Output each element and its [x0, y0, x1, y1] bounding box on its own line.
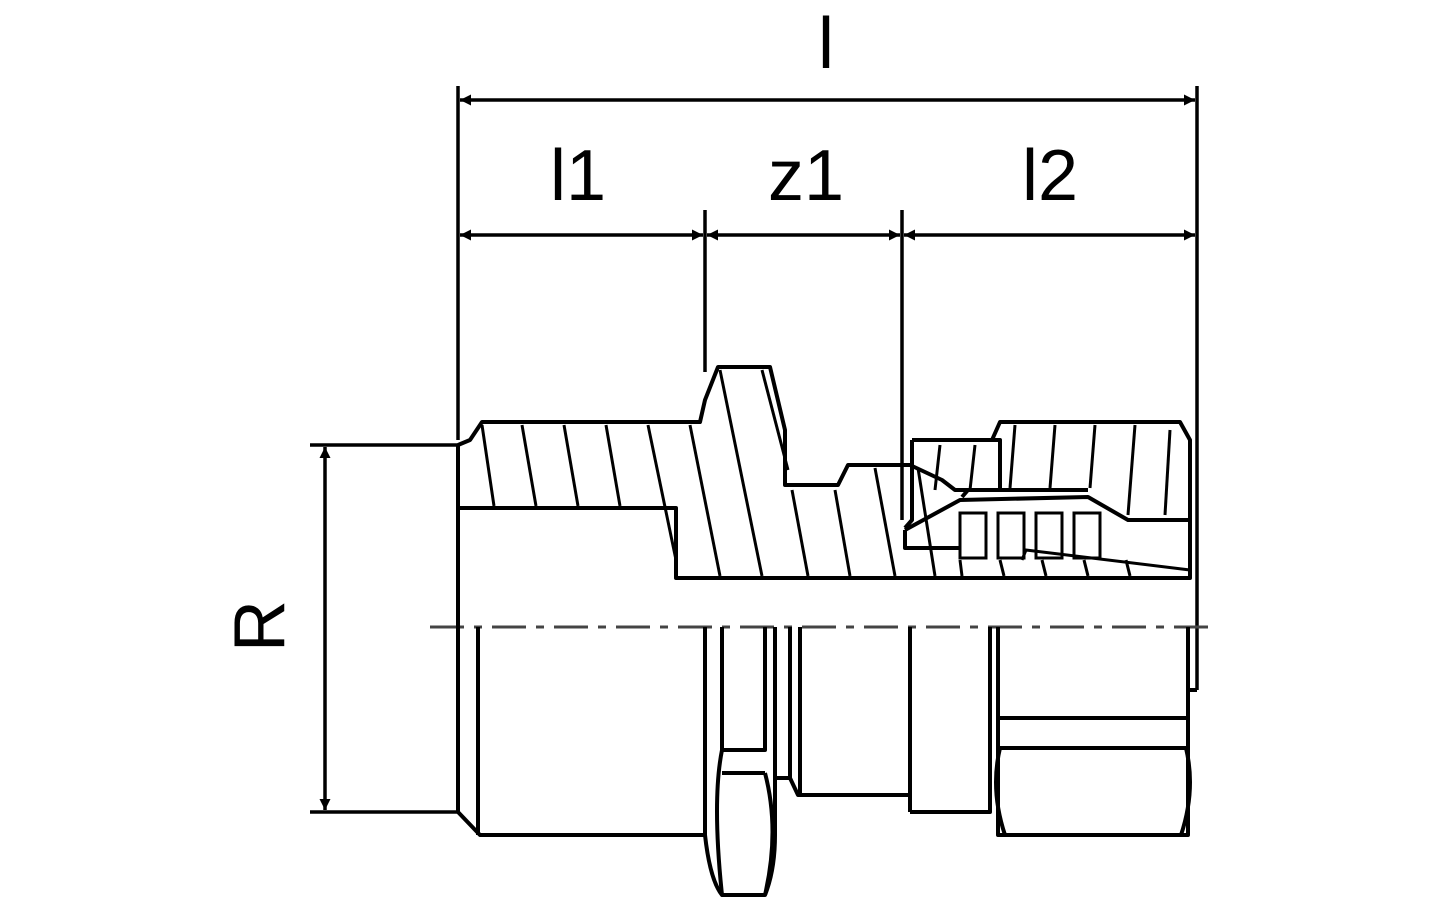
dimension-R: R: [220, 447, 331, 810]
label-l2: l2: [1022, 136, 1078, 216]
exterior-view: [456, 627, 1197, 897]
dimension-z1: z1: [707, 136, 900, 241]
extension-lines: [310, 86, 1199, 814]
hatching: [480, 369, 1172, 577]
label-R: R: [220, 600, 300, 652]
dimension-l2: l2: [904, 136, 1195, 241]
label-l1: l1: [550, 136, 606, 216]
label-z1: z1: [768, 136, 844, 216]
section-view: [456, 365, 1192, 627]
label-l: l: [818, 4, 834, 84]
dimension-overall: l: [460, 4, 1195, 106]
dimension-l1: l1: [460, 136, 703, 241]
